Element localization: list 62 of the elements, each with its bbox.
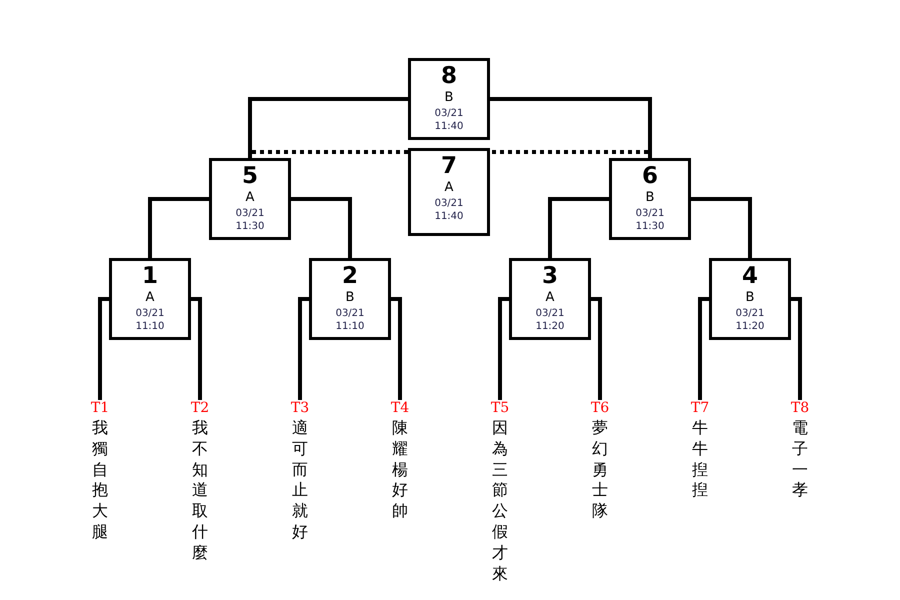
team-name: 牛牛揑揑 — [692, 418, 708, 502]
match-number: 8 — [440, 63, 457, 89]
match-time: 03/21 11:10 — [134, 307, 166, 333]
court-label: A — [444, 179, 454, 197]
court-label: A — [246, 189, 254, 207]
match-time: 03/21 11:40 — [434, 107, 464, 133]
match-box — [109, 258, 191, 340]
team-name: 陳耀楊好帥 — [392, 418, 408, 522]
match-time: 03/21 11:20 — [734, 307, 766, 333]
dashed-connector — [248, 150, 408, 158]
match-number: 4 — [742, 263, 758, 289]
match-time: 03/21 11:10 — [334, 307, 366, 333]
court-label: A — [546, 289, 554, 307]
match-box — [609, 158, 691, 240]
team-seed: T7 — [690, 400, 710, 416]
bracket-line — [191, 297, 202, 400]
team-name: 電子一孝 — [792, 418, 808, 502]
match-time: 03/21 11:30 — [234, 207, 266, 233]
team-name: 夢幻勇士隊 — [592, 418, 608, 522]
bracket-line — [148, 197, 209, 258]
team-seed: T8 — [790, 400, 810, 416]
match-box — [709, 258, 791, 340]
bracket-line — [98, 297, 109, 400]
match-box — [309, 258, 391, 340]
team-seed: T4 — [390, 400, 410, 416]
bracket-line — [548, 197, 609, 258]
match-number: 6 — [642, 163, 658, 189]
team-seed: T6 — [590, 400, 610, 416]
bracket-line — [498, 297, 509, 400]
match-time: 03/21 11:40 — [434, 197, 464, 223]
bracket-line — [591, 297, 602, 400]
court-label: B — [746, 289, 754, 307]
team-seed: T1 — [90, 400, 110, 416]
team-name: 我獨自抱大腿 — [92, 418, 108, 543]
bracket-line — [291, 197, 352, 258]
court-label: B — [444, 89, 454, 107]
team-name: 我不知道取什麼 — [192, 418, 208, 564]
court-label: A — [146, 289, 154, 307]
bracket-line — [391, 297, 402, 400]
team-name: 適可而止就好 — [292, 418, 308, 543]
match-number: 5 — [242, 163, 258, 189]
bracket-line — [791, 297, 802, 400]
match-number: 7 — [440, 153, 457, 179]
bracket-line — [691, 197, 752, 258]
match-box — [408, 58, 490, 140]
team-seed: T5 — [490, 400, 510, 416]
match-time: 03/21 11:20 — [534, 307, 566, 333]
team-seed: T3 — [290, 400, 310, 416]
bracket-line — [298, 297, 309, 400]
match-box — [509, 258, 591, 340]
court-label: B — [646, 189, 654, 207]
team-seed: T2 — [190, 400, 210, 416]
match-time: 03/21 11:30 — [634, 207, 666, 233]
court-label: B — [346, 289, 354, 307]
match-number: 3 — [542, 263, 558, 289]
match-number: 2 — [342, 263, 358, 289]
match-number: 1 — [142, 263, 158, 289]
bracket-line — [698, 297, 709, 400]
match-box — [408, 148, 490, 236]
dashed-connector — [490, 150, 652, 158]
match-box — [209, 158, 291, 240]
team-name: 因為三節公假才來 — [492, 418, 508, 584]
